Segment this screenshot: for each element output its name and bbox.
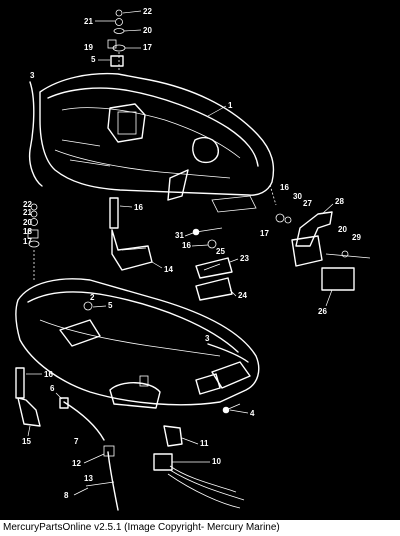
callout-5-top: 5 — [91, 55, 96, 64]
callout-3-upper: 3 — [30, 71, 35, 80]
callout-17-right: 17 — [260, 229, 269, 238]
callout-21-left: 21 — [23, 208, 32, 217]
callout-5-lower: 5 — [108, 301, 113, 310]
callout-28: 28 — [335, 197, 344, 206]
callout-2: 2 — [90, 293, 95, 302]
callout-16-center: 16 — [134, 203, 143, 212]
callout-7: 7 — [74, 437, 79, 446]
upper-cowl — [39, 52, 277, 213]
latch-hook-assembly — [275, 211, 371, 291]
clip-brackets — [195, 257, 233, 301]
callout-18: 18 — [23, 227, 32, 236]
callout-17-left: 17 — [23, 237, 32, 246]
callout-4: 4 — [250, 409, 255, 418]
callout-23: 23 — [240, 254, 249, 263]
callout-20-top: 20 — [143, 26, 152, 35]
callout-29: 29 — [352, 233, 361, 242]
screw-4 — [222, 403, 241, 414]
callout-22-left: 22 — [23, 200, 32, 209]
callout-16-lower: 16 — [44, 370, 53, 379]
callout-3-lower: 3 — [205, 334, 210, 343]
callout-10: 10 — [212, 457, 221, 466]
parts-diagram: 22 21 20 19 17 5 3 1 16 30 27 28 16 22 2… — [15, 7, 371, 511]
callout-20-left: 20 — [23, 218, 32, 227]
callout-16-right: 16 — [280, 183, 289, 192]
callout-labels: 22 21 20 19 17 5 3 1 16 30 27 28 16 22 2… — [22, 7, 361, 500]
callout-6: 6 — [50, 384, 55, 393]
callout-11: 11 — [200, 439, 209, 448]
callout-21-top: 21 — [84, 17, 93, 26]
wiring-harness — [153, 425, 245, 509]
callout-30: 30 — [293, 192, 302, 201]
callout-27: 27 — [303, 199, 312, 208]
callout-25: 25 — [216, 247, 225, 256]
exploded-view-drawing: 22 21 20 19 17 5 3 1 16 30 27 28 16 22 2… — [15, 7, 371, 511]
image-caption: MercuryPartsOnline v2.5.1 (Image Copyrig… — [0, 520, 400, 536]
callout-17-top: 17 — [143, 43, 152, 52]
lower-cowl — [15, 278, 260, 409]
seal-strip-upper — [28, 81, 43, 187]
left-hardware-stack — [27, 203, 40, 282]
callout-8: 8 — [64, 491, 69, 500]
callout-16-bolt: 16 — [182, 241, 191, 250]
callout-14: 14 — [164, 265, 173, 274]
callout-20-right: 20 — [338, 225, 347, 234]
hose-7 — [59, 397, 119, 511]
callout-1: 1 — [228, 101, 233, 110]
bolt-31 — [192, 227, 223, 249]
callout-22-top: 22 — [143, 7, 152, 16]
latch-assembly-center — [109, 197, 153, 271]
callout-12: 12 — [72, 459, 81, 468]
latch-assembly-lower — [15, 367, 41, 427]
callout-26: 26 — [318, 307, 327, 316]
seal-strip-lower — [207, 343, 249, 363]
callout-24: 24 — [238, 291, 247, 300]
top-hardware-stack — [107, 9, 126, 67]
callout-31: 31 — [175, 231, 184, 240]
callout-15: 15 — [22, 437, 31, 446]
callout-19: 19 — [84, 43, 93, 52]
callout-13: 13 — [84, 474, 93, 483]
